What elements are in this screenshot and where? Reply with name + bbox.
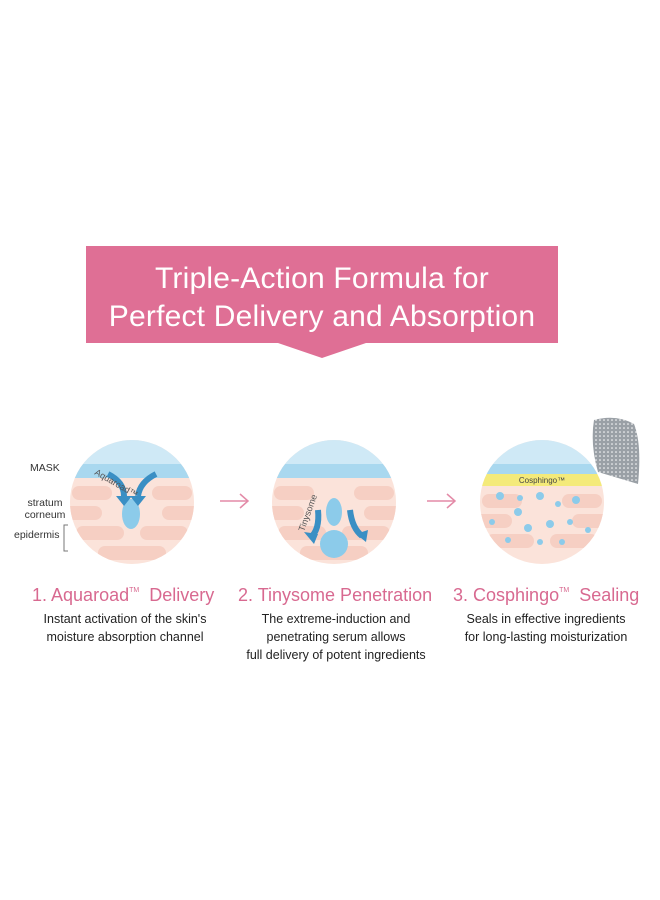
step-1-number: 1. — [32, 585, 48, 605]
step-2-desc-line-2: penetrating serum allows — [266, 630, 406, 644]
epidermis-bracket — [63, 524, 68, 552]
step-2-number: 2. — [238, 585, 254, 605]
step-1-desc-line-1: Instant activation of the skin's — [43, 612, 207, 626]
step-3-description: Seals in effective ingredients for long-… — [446, 610, 646, 646]
step-2-desc-line-1: The extreme-induction and — [261, 612, 411, 626]
tinysome-diagram: Tinysome — [272, 440, 396, 564]
corneum-text: corneum — [24, 509, 66, 521]
stratum-text: stratum — [27, 497, 63, 509]
mask-label: MASK — [30, 462, 60, 474]
step-1-description: Instant activation of the skin's moistur… — [30, 610, 220, 646]
epidermis-label: epidermis — [14, 529, 60, 541]
mask-sheet-icon — [592, 417, 640, 484]
step-2-desc-line-3: full delivery of potent ingredients — [246, 648, 426, 662]
cosphingo-inner-label: Cosphingo™ — [519, 476, 565, 485]
step-1-desc-line-2: moisture absorption channel — [46, 630, 204, 644]
step-3-desc-line-1: Seals in effective ingredients — [466, 612, 626, 626]
chevron-right-icon — [427, 493, 457, 509]
step-3-desc-line-2: for long-lasting moisturization — [464, 630, 628, 644]
step-2-name: Tinysome Penetration — [257, 585, 433, 605]
step-2-title: 2. Tinysome Penetration — [238, 585, 432, 606]
chevron-right-icon — [220, 493, 250, 509]
step-1-title: 1. AquaroadTM Delivery — [32, 585, 214, 606]
banner-shape — [86, 246, 558, 358]
step-1-tm: TM — [129, 587, 140, 594]
step-3-suffix: Sealing — [579, 585, 640, 605]
step-3-title: 3. CosphingoTM Sealing — [453, 585, 639, 606]
cosphingo-diagram: Cosphingo™ — [480, 440, 604, 564]
banner-line-2: Perfect Delivery and Absorption — [108, 300, 536, 333]
banner-line-1: Triple-Action Formula for — [155, 262, 489, 295]
step-3-tm: TM — [559, 587, 570, 594]
step-3-name: Cosphingo — [473, 585, 560, 605]
step-2-description: The extreme-induction and penetrating se… — [236, 610, 436, 664]
step-3-number: 3. — [453, 585, 469, 605]
step-1-name: Aquaroad — [51, 585, 130, 605]
aquaroad-diagram: Aquaroad™ — [70, 440, 194, 564]
stratum-corneum-label: stratum corneum — [24, 497, 66, 521]
headline-banner: Triple-Action Formula for Perfect Delive… — [86, 246, 558, 360]
banner-title: Triple-Action Formula for Perfect Delive… — [86, 260, 558, 336]
step-1-suffix: Delivery — [149, 585, 215, 605]
